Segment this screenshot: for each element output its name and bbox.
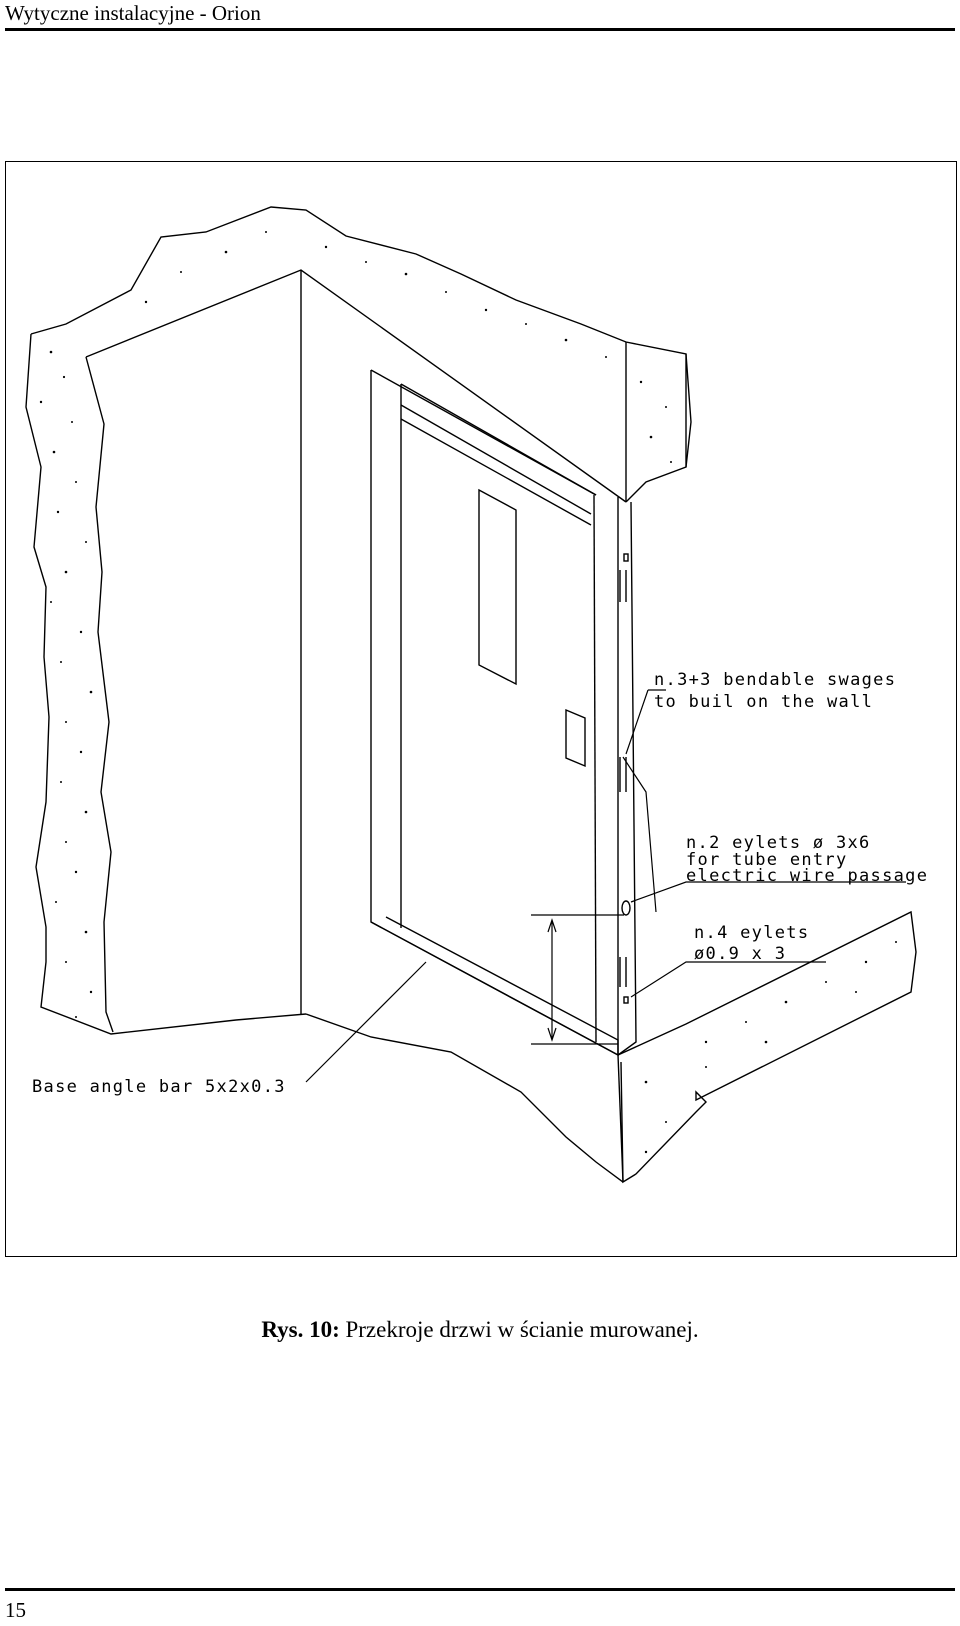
slab-lower-boundary [305, 1013, 624, 1183]
eylets-small-line-2: ø0.9 x 3 [694, 944, 786, 964]
wall-inner-edge [85, 269, 627, 1033]
leader-lines [305, 689, 906, 1083]
wall-outline [25, 206, 687, 1035]
figure-frame: n.3+3 bendable swages to buil on the wal… [5, 161, 957, 1257]
figure-caption: Rys. 10: Przekroje drzwi w ścianie murow… [0, 1316, 960, 1344]
frame-details [619, 553, 631, 1004]
vision-panel [478, 488, 517, 686]
door-frame [370, 369, 637, 1057]
eylets-tube-line-3: electric wire passage [686, 866, 928, 886]
base-angle-label: Base angle bar 5x2x0.3 [32, 1077, 286, 1097]
eylets-small-line-1: n.4 eylets [694, 923, 809, 943]
page-number: 15 [5, 1598, 26, 1622]
concrete-speckles [39, 231, 897, 1154]
dimension-lines [531, 914, 624, 1045]
swages-line-1: n.3+3 bendable swages [654, 670, 896, 690]
right-wall-top [625, 342, 692, 502]
floor-slab-front [617, 1054, 624, 1183]
caption-text: Przekroje drzwi w ścianie murowanej. [339, 1317, 699, 1342]
eylets-tube-line-2: for tube entry [686, 850, 848, 870]
page-header: Wytyczne instalacyjne - Orion [5, 0, 955, 31]
door-section-drawing: n.3+3 bendable swages to buil on the wal… [25, 206, 928, 1184]
floor-slab [617, 910, 917, 1184]
footer-rule [5, 1588, 955, 1591]
handle-plate [565, 708, 586, 768]
swages-line-2: to buil on the wall [654, 692, 873, 712]
header-title: Wytyczne instalacyjne - Orion [5, 1, 261, 25]
caption-label: Rys. 10: [261, 1317, 340, 1342]
eylets-tube-line-1: n.2 eylets ø 3x6 [686, 833, 871, 853]
